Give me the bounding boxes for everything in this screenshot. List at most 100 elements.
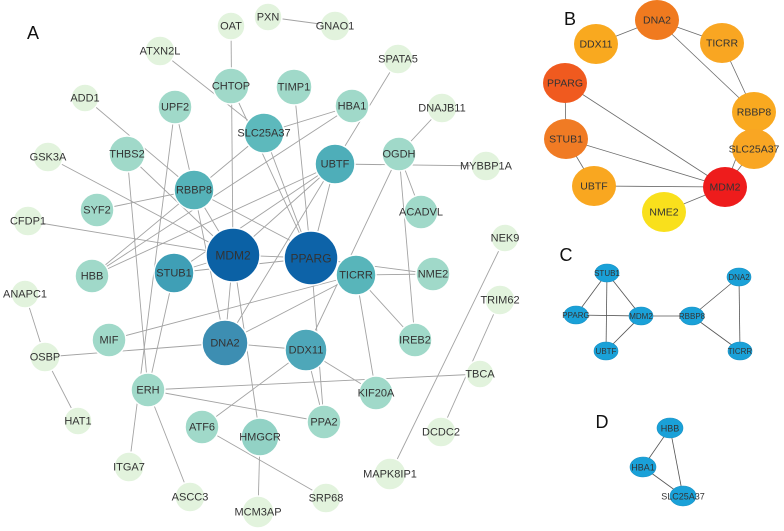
node-label: SYF2 xyxy=(83,205,111,217)
node-label: SLC25A37 xyxy=(237,128,290,140)
node-circle xyxy=(113,451,145,483)
node-circle xyxy=(306,404,342,440)
node-label: TICRR xyxy=(339,270,373,282)
node-label: TBCA xyxy=(465,369,495,381)
node-circle xyxy=(12,205,44,237)
panel-c-node-ubtf: UBTF xyxy=(593,341,619,361)
edge xyxy=(738,276,741,352)
node-label: TICRR xyxy=(728,347,753,356)
panel-a-node-acadvl: ACADVL xyxy=(399,194,443,230)
node-label: RBBP8 xyxy=(737,107,772,119)
edge xyxy=(305,153,400,351)
node-label: PPA2 xyxy=(310,417,337,429)
node-circle xyxy=(656,417,684,439)
node-circle xyxy=(426,92,458,124)
node-label: MDM2 xyxy=(710,182,741,194)
panel-a-node-mdm2: MDM2 xyxy=(205,227,261,283)
panel-c-edges xyxy=(575,272,741,352)
node-label: ADD1 xyxy=(70,93,99,105)
node-label: DNA2 xyxy=(210,338,239,350)
node-label: HBA1 xyxy=(338,101,367,113)
node-label: RBBP8 xyxy=(176,185,212,197)
node-circle xyxy=(241,495,275,529)
edge xyxy=(44,342,226,358)
nodes-layer: OATPXNGNAO1ATXN2LSPATA5ADD1DNAJB11GSK3AM… xyxy=(3,0,780,529)
node-circle xyxy=(700,23,744,63)
node-label: SLC25A37 xyxy=(729,144,780,156)
node-label: PXN xyxy=(257,12,280,24)
node-circle xyxy=(726,267,752,287)
node-circle xyxy=(629,456,657,478)
node-label: MAPK8IP1 xyxy=(363,469,417,481)
panel-a-node-timp1: TIMP1 xyxy=(275,68,313,106)
node-circle xyxy=(205,227,261,283)
panel-a-node-oat: OAT xyxy=(216,11,246,41)
node-label: UBTF xyxy=(321,159,350,171)
panel-a-node-ogdh: OGDH xyxy=(381,136,417,172)
node-circle xyxy=(314,143,356,185)
node-circle xyxy=(628,306,654,326)
panel-a-node-ddx11: DDX11 xyxy=(284,328,328,372)
node-label: DCDC2 xyxy=(422,427,460,439)
node-circle xyxy=(490,223,520,253)
panel-a-node-dcdc2: DCDC2 xyxy=(422,416,460,448)
panel-a-node-anapc1: ANAPC1 xyxy=(3,279,47,309)
node-circle xyxy=(635,0,679,40)
node-label: MDM2 xyxy=(215,249,251,263)
node-label: DNA2 xyxy=(728,273,750,282)
panel-a-node-tbca: TBCA xyxy=(465,359,495,389)
node-circle xyxy=(403,194,439,230)
node-label: STUB1 xyxy=(594,269,620,278)
node-label: UBTF xyxy=(596,347,617,356)
panel-a-node-itga7: ITGA7 xyxy=(113,451,145,483)
node-label: HBA1 xyxy=(631,463,655,473)
node-label: UPF2 xyxy=(161,102,189,114)
node-circle xyxy=(284,328,328,372)
panel-b-node-mdm2: MDM2 xyxy=(703,167,747,207)
panel-d-node-hba1: HBA1 xyxy=(629,456,657,478)
panel-c-node-mdm2: MDM2 xyxy=(628,306,654,326)
panel-a-node-atxn2l: ATXN2L xyxy=(140,35,180,67)
panel-a-node-trim62: TRIM62 xyxy=(480,284,520,316)
node-label: CHTOP xyxy=(212,81,250,93)
node-circle xyxy=(544,119,588,159)
node-label: ITGA7 xyxy=(113,462,145,474)
node-label: TICRR xyxy=(706,38,738,50)
node-label: STUB1 xyxy=(156,268,191,280)
node-label: MYBBP1A xyxy=(460,161,513,173)
node-label: STUB1 xyxy=(549,134,583,146)
node-circle xyxy=(572,166,616,206)
panel-a-node-ppa2: PPA2 xyxy=(306,404,342,440)
node-circle xyxy=(240,417,280,457)
node-circle xyxy=(74,258,110,294)
node-label: PPARG xyxy=(562,311,589,320)
node-circle xyxy=(243,112,285,154)
node-circle xyxy=(574,24,618,64)
node-label: TRIM62 xyxy=(480,295,519,307)
node-label: THBS2 xyxy=(109,149,144,161)
node-label: SRP68 xyxy=(309,493,344,505)
node-label: HBB xyxy=(661,424,680,434)
panel-a-node-hat1: HAT1 xyxy=(63,406,93,436)
node-label: DNAJB11 xyxy=(418,103,465,115)
panel-a-node-dnajb11: DNAJB11 xyxy=(418,92,466,124)
node-circle xyxy=(381,136,417,172)
node-circle xyxy=(335,254,377,296)
panel-b-node-ubtf: UBTF xyxy=(572,166,616,206)
panel-a-nodes: OATPXNGNAO1ATXN2LSPATA5ADD1DNAJB11GSK3AM… xyxy=(3,2,520,529)
node-label: GSK3A xyxy=(30,152,67,164)
panel-b-node-pparg: PPARG xyxy=(543,63,587,103)
edge xyxy=(147,389,191,498)
node-label: TIMP1 xyxy=(278,82,310,94)
panel-a-node-dna2: DNA2 xyxy=(201,319,249,367)
node-circle xyxy=(358,375,394,411)
node-label: PPARG xyxy=(547,78,583,90)
panel-c-node-ticrr: TICRR xyxy=(727,341,753,361)
node-circle xyxy=(334,88,370,124)
node-circle xyxy=(642,192,686,232)
node-label: ERH xyxy=(136,385,159,397)
node-circle xyxy=(29,341,61,373)
panel-d-node-hbb: HBB xyxy=(656,417,684,439)
panel-a-node-add1: ADD1 xyxy=(70,83,100,113)
